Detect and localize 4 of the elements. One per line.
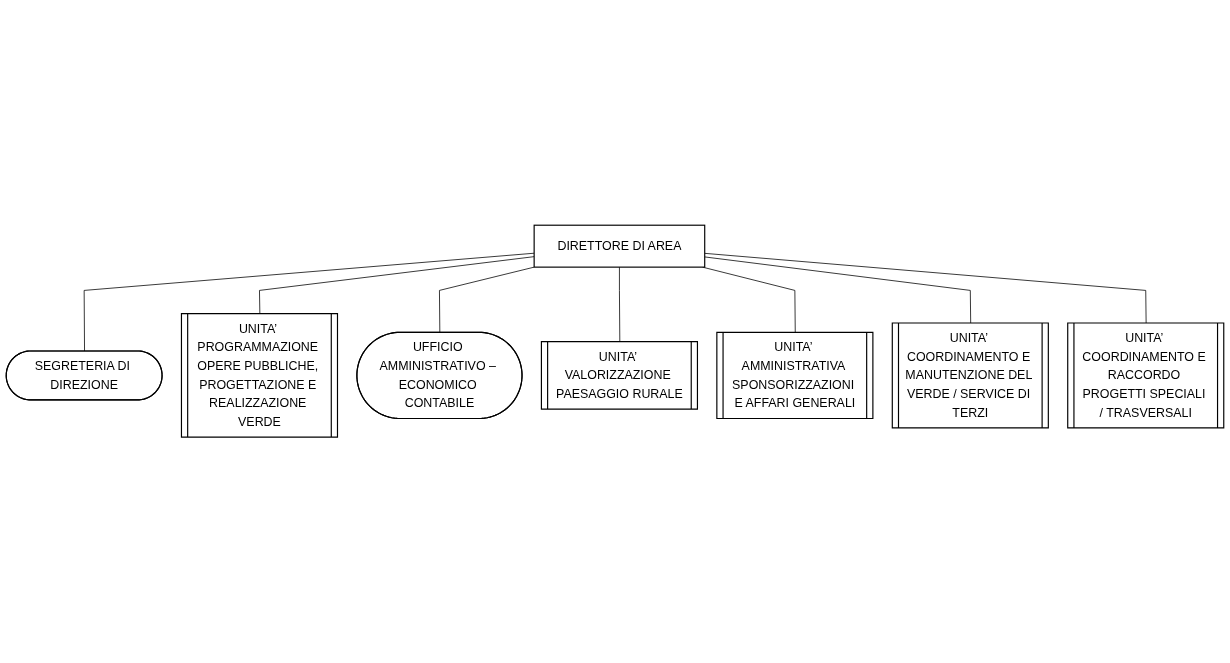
connector (259, 256, 535, 315)
node-box: DIRETTORE DI AREA (533, 224, 706, 269)
connector (439, 267, 535, 334)
connector (83, 253, 535, 353)
